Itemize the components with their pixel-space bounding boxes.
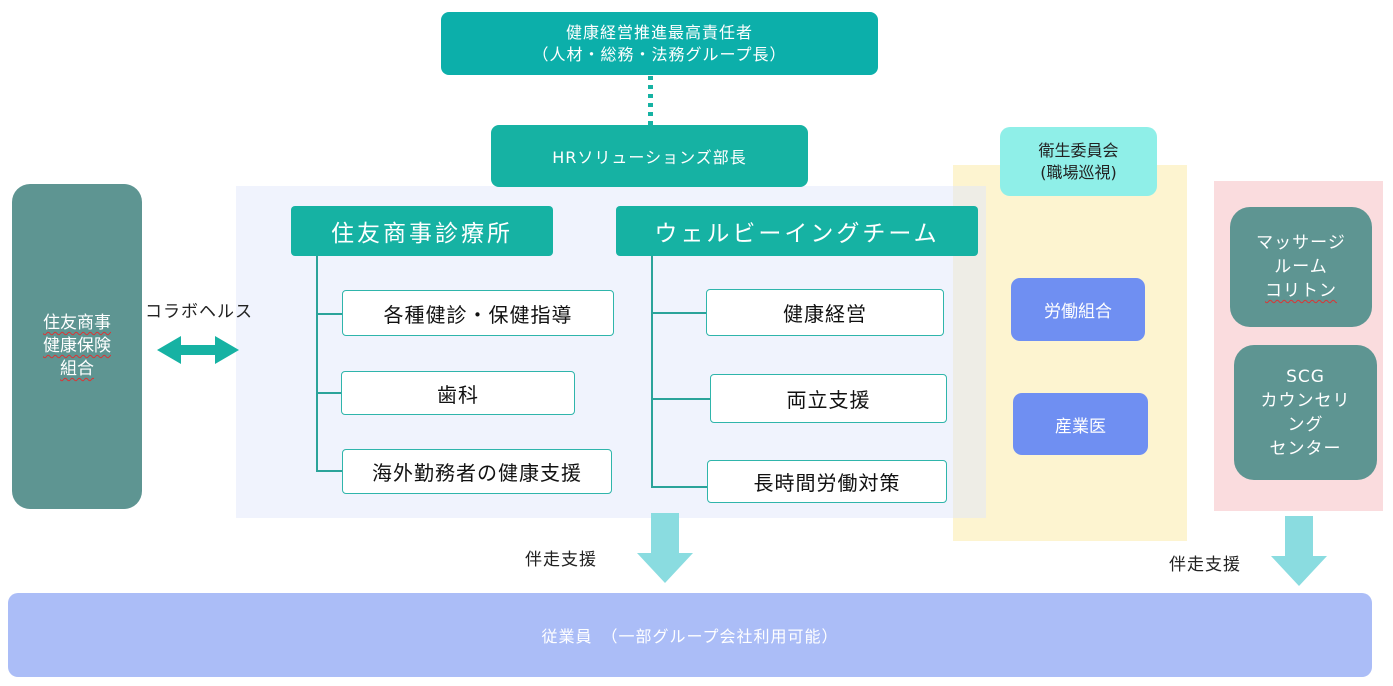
clinic-title: 住友商事診療所 [331,221,513,247]
clinic-tree-branch [316,392,342,394]
chief-health-officer-subtitle: （人材・総務・法務グループ長） [532,44,787,64]
wellbeing-item-label: 両立支援 [786,388,871,412]
wellbeing-item-health-management: 健康経営 [706,289,944,336]
wellbeing-team-title: ウェルビーイングチーム [654,221,940,247]
union-line: 健康保険 [43,336,111,356]
massage-room-box: マッサージ ルーム コリトン [1230,207,1372,327]
wellbeing-tree-branch [651,312,707,314]
clinic-tree-trunk [316,256,318,470]
clinic-item-dental: 歯科 [341,371,575,415]
massage-room-line: ルーム [1274,257,1328,277]
clinic-item-label: 各種健診・保健指導 [383,302,573,327]
clinic-header: 住友商事診療所 [291,206,553,256]
clinic-tree-branch [316,470,342,472]
massage-room-line: マッサージ [1256,233,1346,253]
wellbeing-item-overtime-measures: 長時間労働対策 [707,460,947,503]
clinic-tree-branch [316,313,342,315]
support-label-left: 伴走支援 [525,550,597,570]
hr-solutions-manager-label: HRソリューションズ部長 [552,148,747,167]
employees-label: 従業員 （一部グループ会社利用可能） [541,627,839,646]
counseling-center-line: センター [1269,438,1342,459]
counseling-center-line: カウンセリ [1260,390,1351,411]
industrial-physician-box: 産業医 [1013,393,1148,455]
dotted-connector [648,76,653,125]
wellbeing-item-work-life-support: 両立支援 [710,374,947,423]
wellbeing-tree-branch [651,398,711,400]
wellbeing-team-header: ウェルビーイングチーム [616,206,978,256]
health-committee-box: 衛生委員会 (職場巡視) [1000,127,1157,196]
wellbeing-tree-trunk [651,256,653,487]
chief-health-officer-box: 健康経営推進最高責任者 （人材・総務・法務グループ長） [441,12,878,75]
employees-bar: 従業員 （一部グループ会社利用可能） [8,593,1372,677]
massage-room-line: コリトン [1265,281,1337,301]
counseling-center-line: ング [1287,414,1324,435]
union-line: 組合 [60,359,94,379]
support-label-right: 伴走支援 [1169,555,1241,575]
wellbeing-tree-branch [651,486,707,488]
health-insurance-union-box: 住友商事 健康保険 組合 [12,184,142,509]
chief-health-officer-title: 健康経営推進最高責任者 [565,22,753,42]
committee-region-background [953,165,1187,541]
clinic-item-overseas: 海外勤務者の健康支援 [342,449,612,494]
collab-health-label: コラボヘルス [145,302,253,322]
union-line: 住友商事 [43,313,111,333]
clinic-item-label: 海外勤務者の健康支援 [372,461,582,485]
down-arrow-icon [1271,516,1327,586]
clinic-item-checkups: 各種健診・保健指導 [342,290,614,336]
industrial-physician-label: 産業医 [1055,416,1106,437]
labor-union-label: 労働組合 [1044,302,1112,322]
labor-union-box: 労働組合 [1011,278,1145,341]
down-arrow-icon [637,513,693,583]
counseling-center-line: SCG [1286,366,1325,387]
health-committee-subtitle: (職場巡視) [1040,162,1117,182]
double-arrow-icon [157,336,239,364]
clinic-item-label: 歯科 [437,382,479,407]
health-committee-title: 衛生委員会 [1038,140,1119,160]
wellbeing-item-label: 健康経営 [783,302,867,326]
counseling-center-box: SCG カウンセリ ング センター [1234,345,1377,480]
hr-solutions-manager-box: HRソリューションズ部長 [491,125,808,187]
wellbeing-item-label: 長時間労働対策 [753,471,901,495]
